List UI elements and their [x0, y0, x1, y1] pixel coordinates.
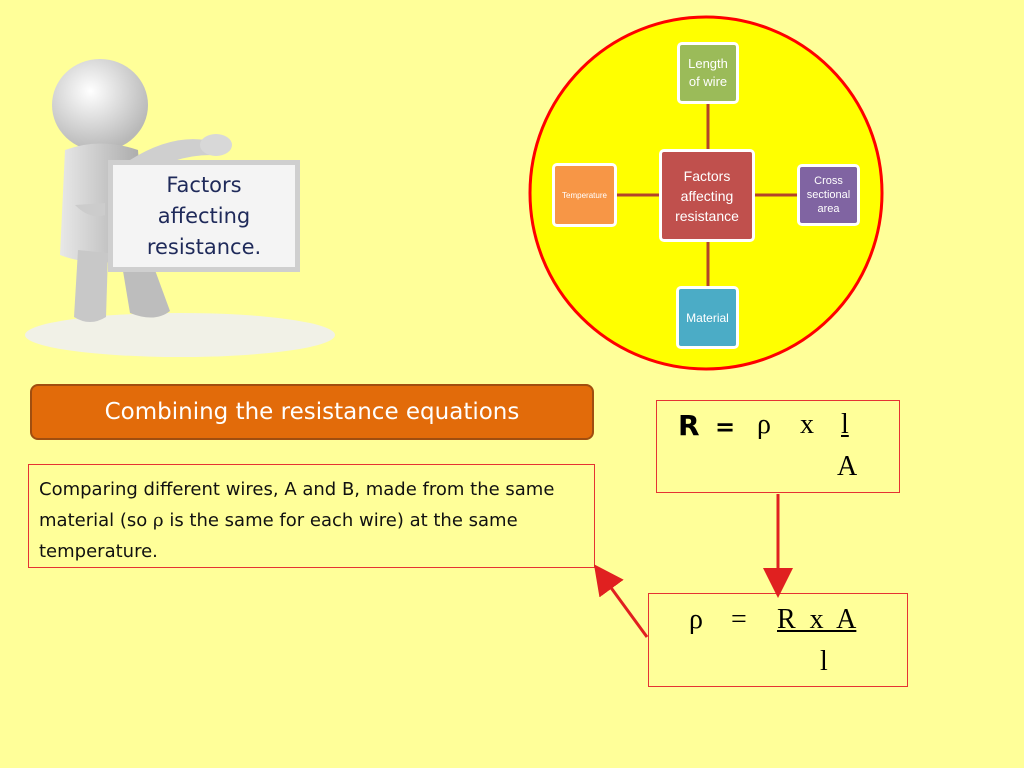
mindmap-node-center: Factors affecting resistance	[659, 149, 755, 242]
eq1-equals: =	[715, 413, 736, 441]
comparison-text-part1: Comparing different wires, A and B, made…	[39, 479, 555, 531]
presenter-figure: Factors affecting resistance.	[20, 55, 340, 360]
mindmap-node-temperature: Temperature	[552, 163, 617, 227]
mindmap-node-length: Length of wire	[677, 42, 739, 104]
eq2-denominator: l	[820, 646, 828, 677]
eq2-equals: =	[731, 604, 747, 635]
eq1-times: x	[800, 409, 814, 440]
eq1-denominator: A	[837, 451, 858, 482]
mindmap-node-material: Material	[676, 286, 739, 349]
mindmap-node-cross-sectional-area: Cross sectional area	[797, 164, 860, 226]
eq1-rho: ρ	[757, 409, 771, 440]
eq2-lhs: ρ	[689, 604, 703, 635]
eq2-numerator: R x A	[777, 604, 857, 635]
eq1-numerator: l	[841, 409, 849, 440]
sign-text: Factors affecting resistance.	[146, 172, 262, 259]
eq1-lhs: R	[678, 409, 700, 442]
sign-board: Factors affecting resistance.	[108, 160, 300, 272]
comparison-text-box: Comparing different wires, A and B, made…	[28, 464, 595, 568]
comparison-text-part2: is the same for each wire) at the same t…	[39, 510, 518, 562]
arrow-to-text	[593, 564, 649, 638]
factors-mindmap: Length of wire Factors affecting resista…	[526, 13, 886, 373]
resistance-equation-box: R = ρ x l A	[656, 400, 900, 493]
section-heading: Combining the resistance equations	[30, 384, 594, 440]
rho-symbol: ρ	[153, 510, 164, 531]
